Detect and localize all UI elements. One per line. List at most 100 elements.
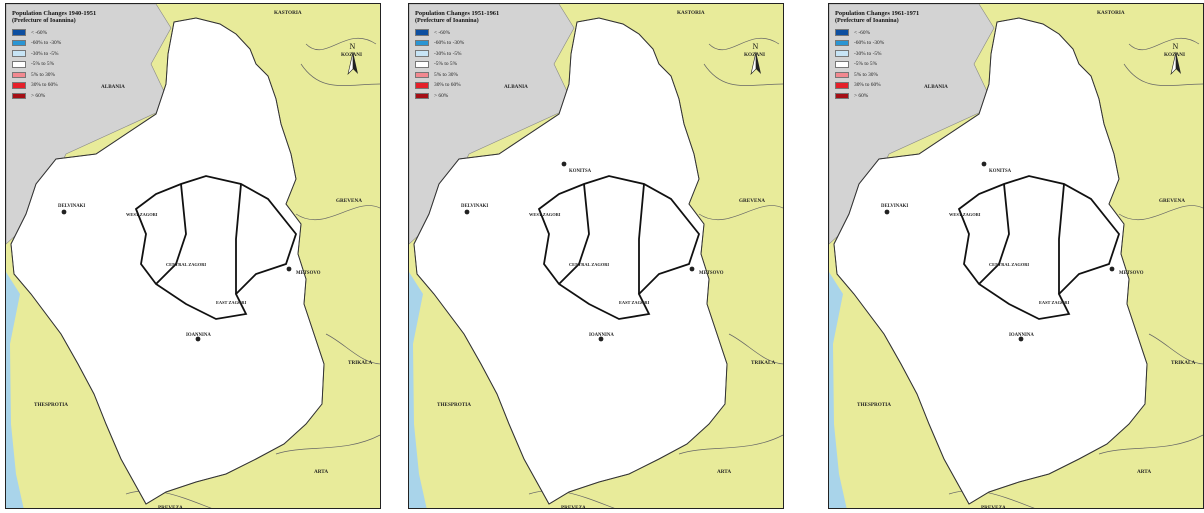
town-marker: [884, 209, 890, 215]
legend-item: < -60%: [835, 27, 953, 38]
legend-item: 30% to 60%: [415, 80, 533, 91]
north-label: N: [350, 42, 356, 51]
legend-rows: < -60%-60% to -30%-30% to -5%-5% to 5%5%…: [12, 27, 130, 101]
legend-swatch: [12, 61, 26, 68]
legend-item: < -60%: [12, 27, 130, 38]
map-title: Population Changes 1951-1961: [415, 10, 500, 17]
legend-swatch: [415, 61, 429, 68]
place-label-metsovo: METSOVO: [1119, 271, 1144, 276]
place-label-kastoria: KASTORIA: [677, 10, 705, 16]
legend-label: 5% to 30%: [434, 71, 458, 78]
legend-swatch: [12, 71, 26, 79]
map-canvas: KASTORIAKOZANIALBANIAGREVENATRIKALATHESP…: [409, 4, 783, 508]
legend-item: > 60%: [415, 91, 533, 102]
sea-area: [6, 272, 24, 508]
legend-swatch: [835, 92, 849, 100]
prefecture-edge: [833, 17, 1148, 505]
legend-rows: < -60% -60% to -30%-30% to -5% -5% to 5% 5%…: [415, 27, 533, 101]
prefecture-edge: [10, 17, 325, 505]
place-label-grevena: GREVENA: [1159, 198, 1185, 204]
legend-label: 5% to 30%: [854, 71, 878, 78]
place-label-albania: ALBANIA: [504, 84, 528, 90]
town-marker: [61, 209, 67, 215]
place-label-kozani: KOZANI: [341, 52, 362, 58]
place-label-delvinaki: DELVINAKI: [58, 204, 85, 209]
legend-label: -5% to 5%: [854, 61, 878, 68]
legend-swatch: [12, 29, 26, 36]
place-label-zagori-east: EAST ZAGORI: [216, 300, 247, 305]
town-marker: [1109, 266, 1115, 272]
legend-swatch: [415, 82, 429, 89]
place-label-arta: ARTA: [717, 469, 731, 475]
legend-label: -60% to -30%: [31, 40, 62, 47]
place-label-grevena: GREVENA: [336, 198, 362, 204]
legend-label: 30% to 60%: [854, 82, 881, 89]
place-label-zagori-central: CENTRAL ZAGORI: [989, 262, 1029, 267]
legend: Population Changes 1951-1961 (Prefecture…: [415, 10, 533, 101]
legend-label: > 60%: [434, 93, 449, 100]
place-label-delvinaki: DELVINAKI: [461, 204, 488, 209]
place-label-preveza: PREVEZA: [158, 505, 183, 509]
legend-item: -5% to 5%: [415, 59, 533, 70]
place-label-delvinaki: DELVINAKI: [881, 204, 908, 209]
north-arrow-icon: N: [1170, 42, 1181, 75]
town-marker: [195, 336, 201, 342]
north-arrow-icon: N: [750, 42, 761, 75]
legend-item: 5% to 30%: [835, 70, 953, 81]
place-label-ioannina: IOANNINA: [186, 333, 211, 338]
legend-label: -60% to -30%: [854, 40, 885, 47]
place-label-preveza: PREVEZA: [981, 505, 1006, 509]
town-marker: [981, 161, 987, 167]
legend-swatch: [835, 50, 849, 57]
place-label-kastoria: KASTORIA: [274, 10, 302, 16]
prefecture-edge: [413, 17, 728, 505]
legend-label: < -60%: [854, 29, 871, 36]
sea-area: [409, 272, 427, 508]
legend-swatch: [835, 39, 849, 47]
legend-label: < -60%: [434, 29, 451, 36]
place-label-zagori-east: EAST ZAGORI: [1039, 300, 1070, 305]
legend-item: 30% to 60%: [12, 80, 130, 91]
legend-label: -30% to -5%: [434, 50, 462, 57]
place-label-grevena: GREVENA: [739, 198, 765, 204]
place-label-thesprotia: THESPROTIA: [34, 402, 68, 408]
map-canvas: KASTORIAKOZANIALBANIAGREVENATRIKALATHESP…: [829, 4, 1203, 509]
town-marker: [561, 161, 567, 167]
legend-swatch: [12, 82, 26, 89]
place-label-kozani: KOZANI: [744, 52, 765, 58]
legend-rows: < -60% -60% to -30%-30% to -5% -5% to 5% 5%…: [835, 27, 953, 101]
legend-item: -30% to -5%: [415, 48, 533, 59]
place-label-zagori-west: WEST ZAGORI: [949, 212, 981, 217]
place-label-metsovo: METSOVO: [296, 271, 321, 276]
north-label: N: [1173, 42, 1179, 51]
legend-swatch: [12, 92, 26, 100]
legend-swatch: [415, 29, 429, 36]
place-label-zagori-central: CENTRAL ZAGORI: [569, 262, 609, 267]
legend-item: -30% to -5%: [835, 48, 953, 59]
legend-item: 5% to 30%: [12, 70, 130, 81]
legend-label: 30% to 60%: [31, 82, 58, 89]
map-title: Population Changes 1940-1951: [12, 10, 97, 17]
place-label-albania: ALBANIA: [924, 84, 948, 90]
map-subtitle: (Prefecture of Ioannina): [835, 17, 899, 25]
town-marker: [1018, 336, 1024, 342]
legend-label: 5% to 30%: [31, 71, 55, 78]
legend-swatch: [415, 71, 429, 79]
place-label-zagori-east: EAST ZAGORI: [619, 300, 650, 305]
legend-swatch: [835, 61, 849, 68]
legend-item: > 60%: [12, 91, 130, 102]
place-label-thesprotia: THESPROTIA: [857, 402, 891, 408]
legend-item: -60% to -30%: [415, 38, 533, 49]
legend-swatch: [835, 29, 849, 36]
map-canvas: KASTORIAKOZANIALBANIAGREVENATRIKALATHESP…: [6, 4, 380, 509]
legend: Population Changes 1961-1971 (Prefecture…: [835, 10, 953, 101]
place-label-trikala: TRIKALA: [348, 360, 372, 366]
legend-label: -5% to 5%: [434, 61, 458, 68]
map-title: Population Changes 1961-1971: [835, 10, 920, 17]
legend-item: -60% to -30%: [12, 38, 130, 49]
place-label-konitsa: KONITSA: [989, 169, 1012, 174]
legend-item: -5% to 5%: [835, 59, 953, 70]
place-label-kozani: KOZANI: [1164, 52, 1185, 58]
place-label-zagori-west: WEST ZAGORI: [126, 212, 158, 217]
